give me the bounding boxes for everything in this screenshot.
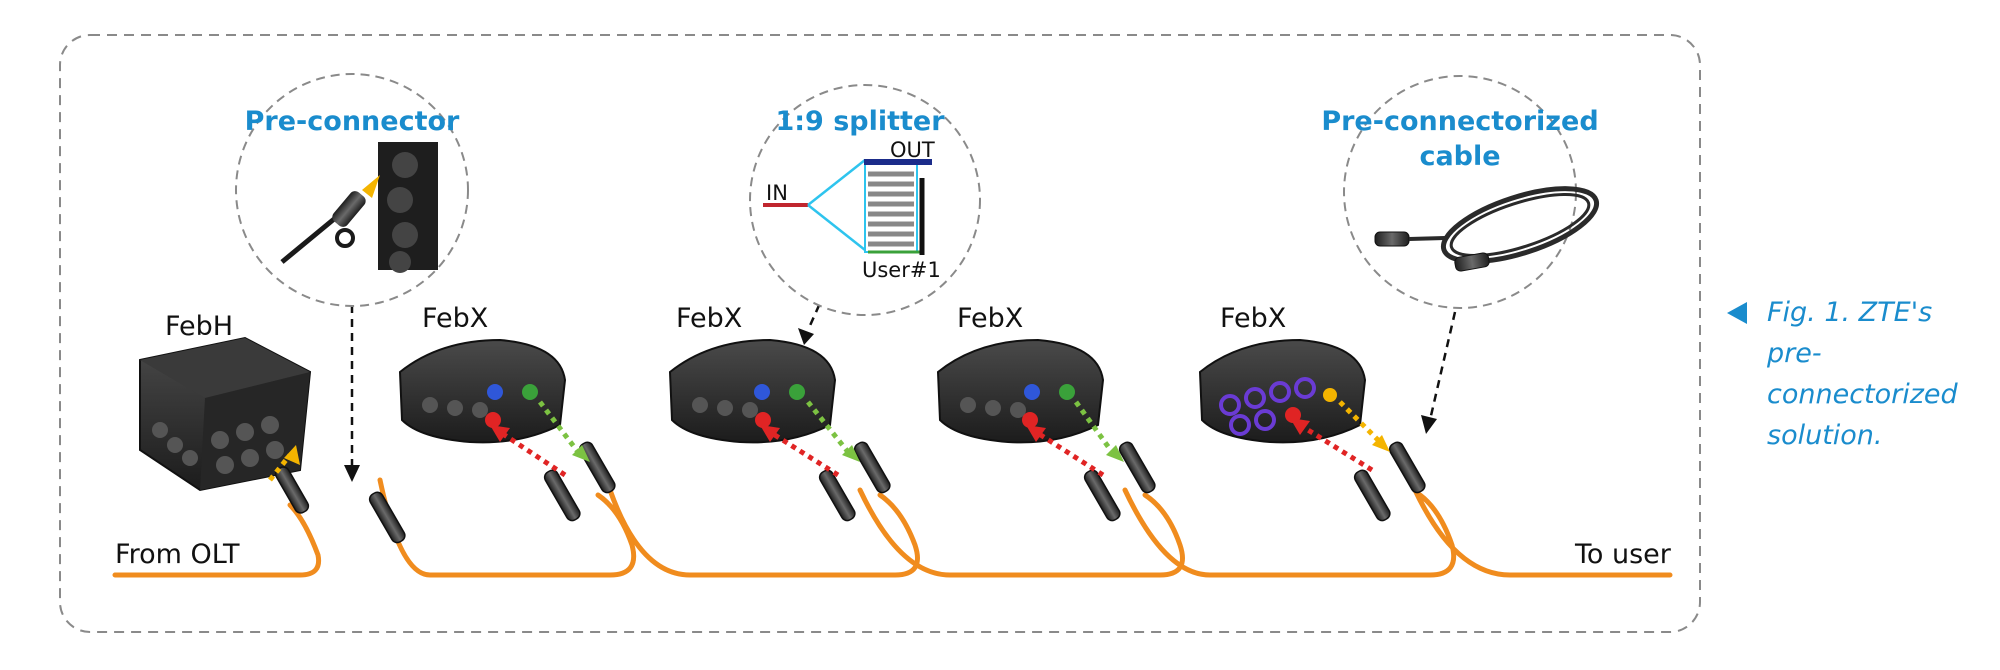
figure-caption: Fig. 1. ZTE's pre-connectorized solution… [1727,292,1972,456]
febh-closure [139,336,312,492]
febx-device-1 [398,338,567,444]
splitter-title: 1:9 splitter [775,106,945,137]
splitter-in-label: IN [766,181,788,205]
febx-device-3 [936,338,1105,444]
caption-marker-icon [1727,302,1747,324]
febx-device-4 [1198,338,1367,444]
to-user-label: To user [1574,539,1672,570]
pre-connector-title: Pre-connector [245,106,460,137]
orange-cable [112,477,1673,578]
febx-device-2 [668,338,837,444]
splitter-out-label: OUT [890,138,935,162]
splitter-user-label: User#1 [862,258,941,282]
insert-arrows [268,400,1380,482]
febx-label-1: FebX [422,303,488,334]
cable-title-line1: Pre-connectorized [1321,106,1598,137]
pre-connector-illustration [280,142,438,273]
connector-group [274,441,1426,544]
arrowheads [284,418,1390,465]
febx-label-2: FebX [676,303,742,334]
from-olt-label: From OLT [115,539,240,570]
splitter-illustration [763,159,932,255]
figure-caption-text: Fig. 1. ZTE's pre-connectorized solution… [1767,297,1958,451]
cable-title-line2: cable [1419,141,1500,172]
cable-illustration [1374,186,1600,272]
febh-label: FebH [165,311,233,342]
febx-label-3: FebX [957,303,1023,334]
callout-pointer-heads [344,328,1437,482]
febx-label-4: FebX [1220,303,1286,334]
outer-frame [59,34,1701,633]
